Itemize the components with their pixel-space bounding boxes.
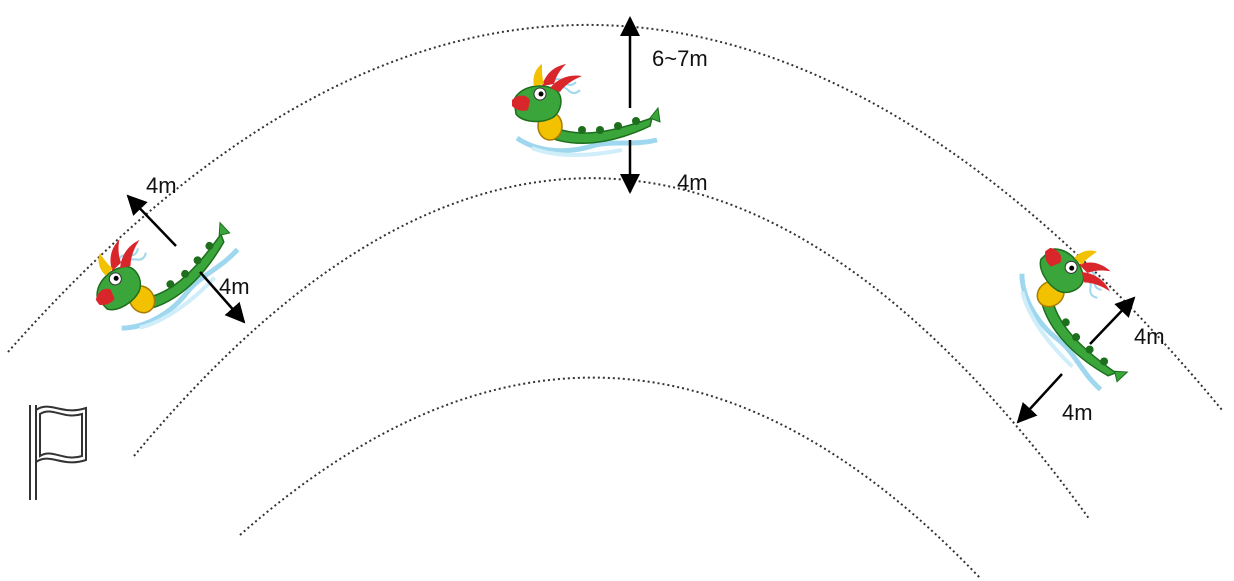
right-outer-arrow (1089, 296, 1136, 345)
left-outer-arrow (126, 194, 177, 247)
right-inner-gap-label: 4m (1062, 400, 1093, 425)
inner-track-line (239, 376, 981, 579)
right-outer-gap-label: 4m (1134, 324, 1165, 349)
dragon-boat-icon-right (1005, 227, 1164, 400)
left-outer-gap-label: 4m (146, 173, 177, 198)
dragon-boat-icon-left (75, 185, 248, 344)
outer-lane-width-label: 6~7m (652, 46, 708, 71)
dragon-boat-icon-top (512, 64, 660, 155)
left-inner-gap-label: 4m (219, 274, 250, 299)
middle-track-line (133, 177, 1091, 521)
flag-icon (29, 405, 87, 500)
left-inner-arrow (199, 271, 246, 324)
right-inner-arrow (1016, 373, 1063, 424)
top-inner-gap-label: 4m (677, 170, 708, 195)
outer-track-line (7, 24, 1223, 411)
